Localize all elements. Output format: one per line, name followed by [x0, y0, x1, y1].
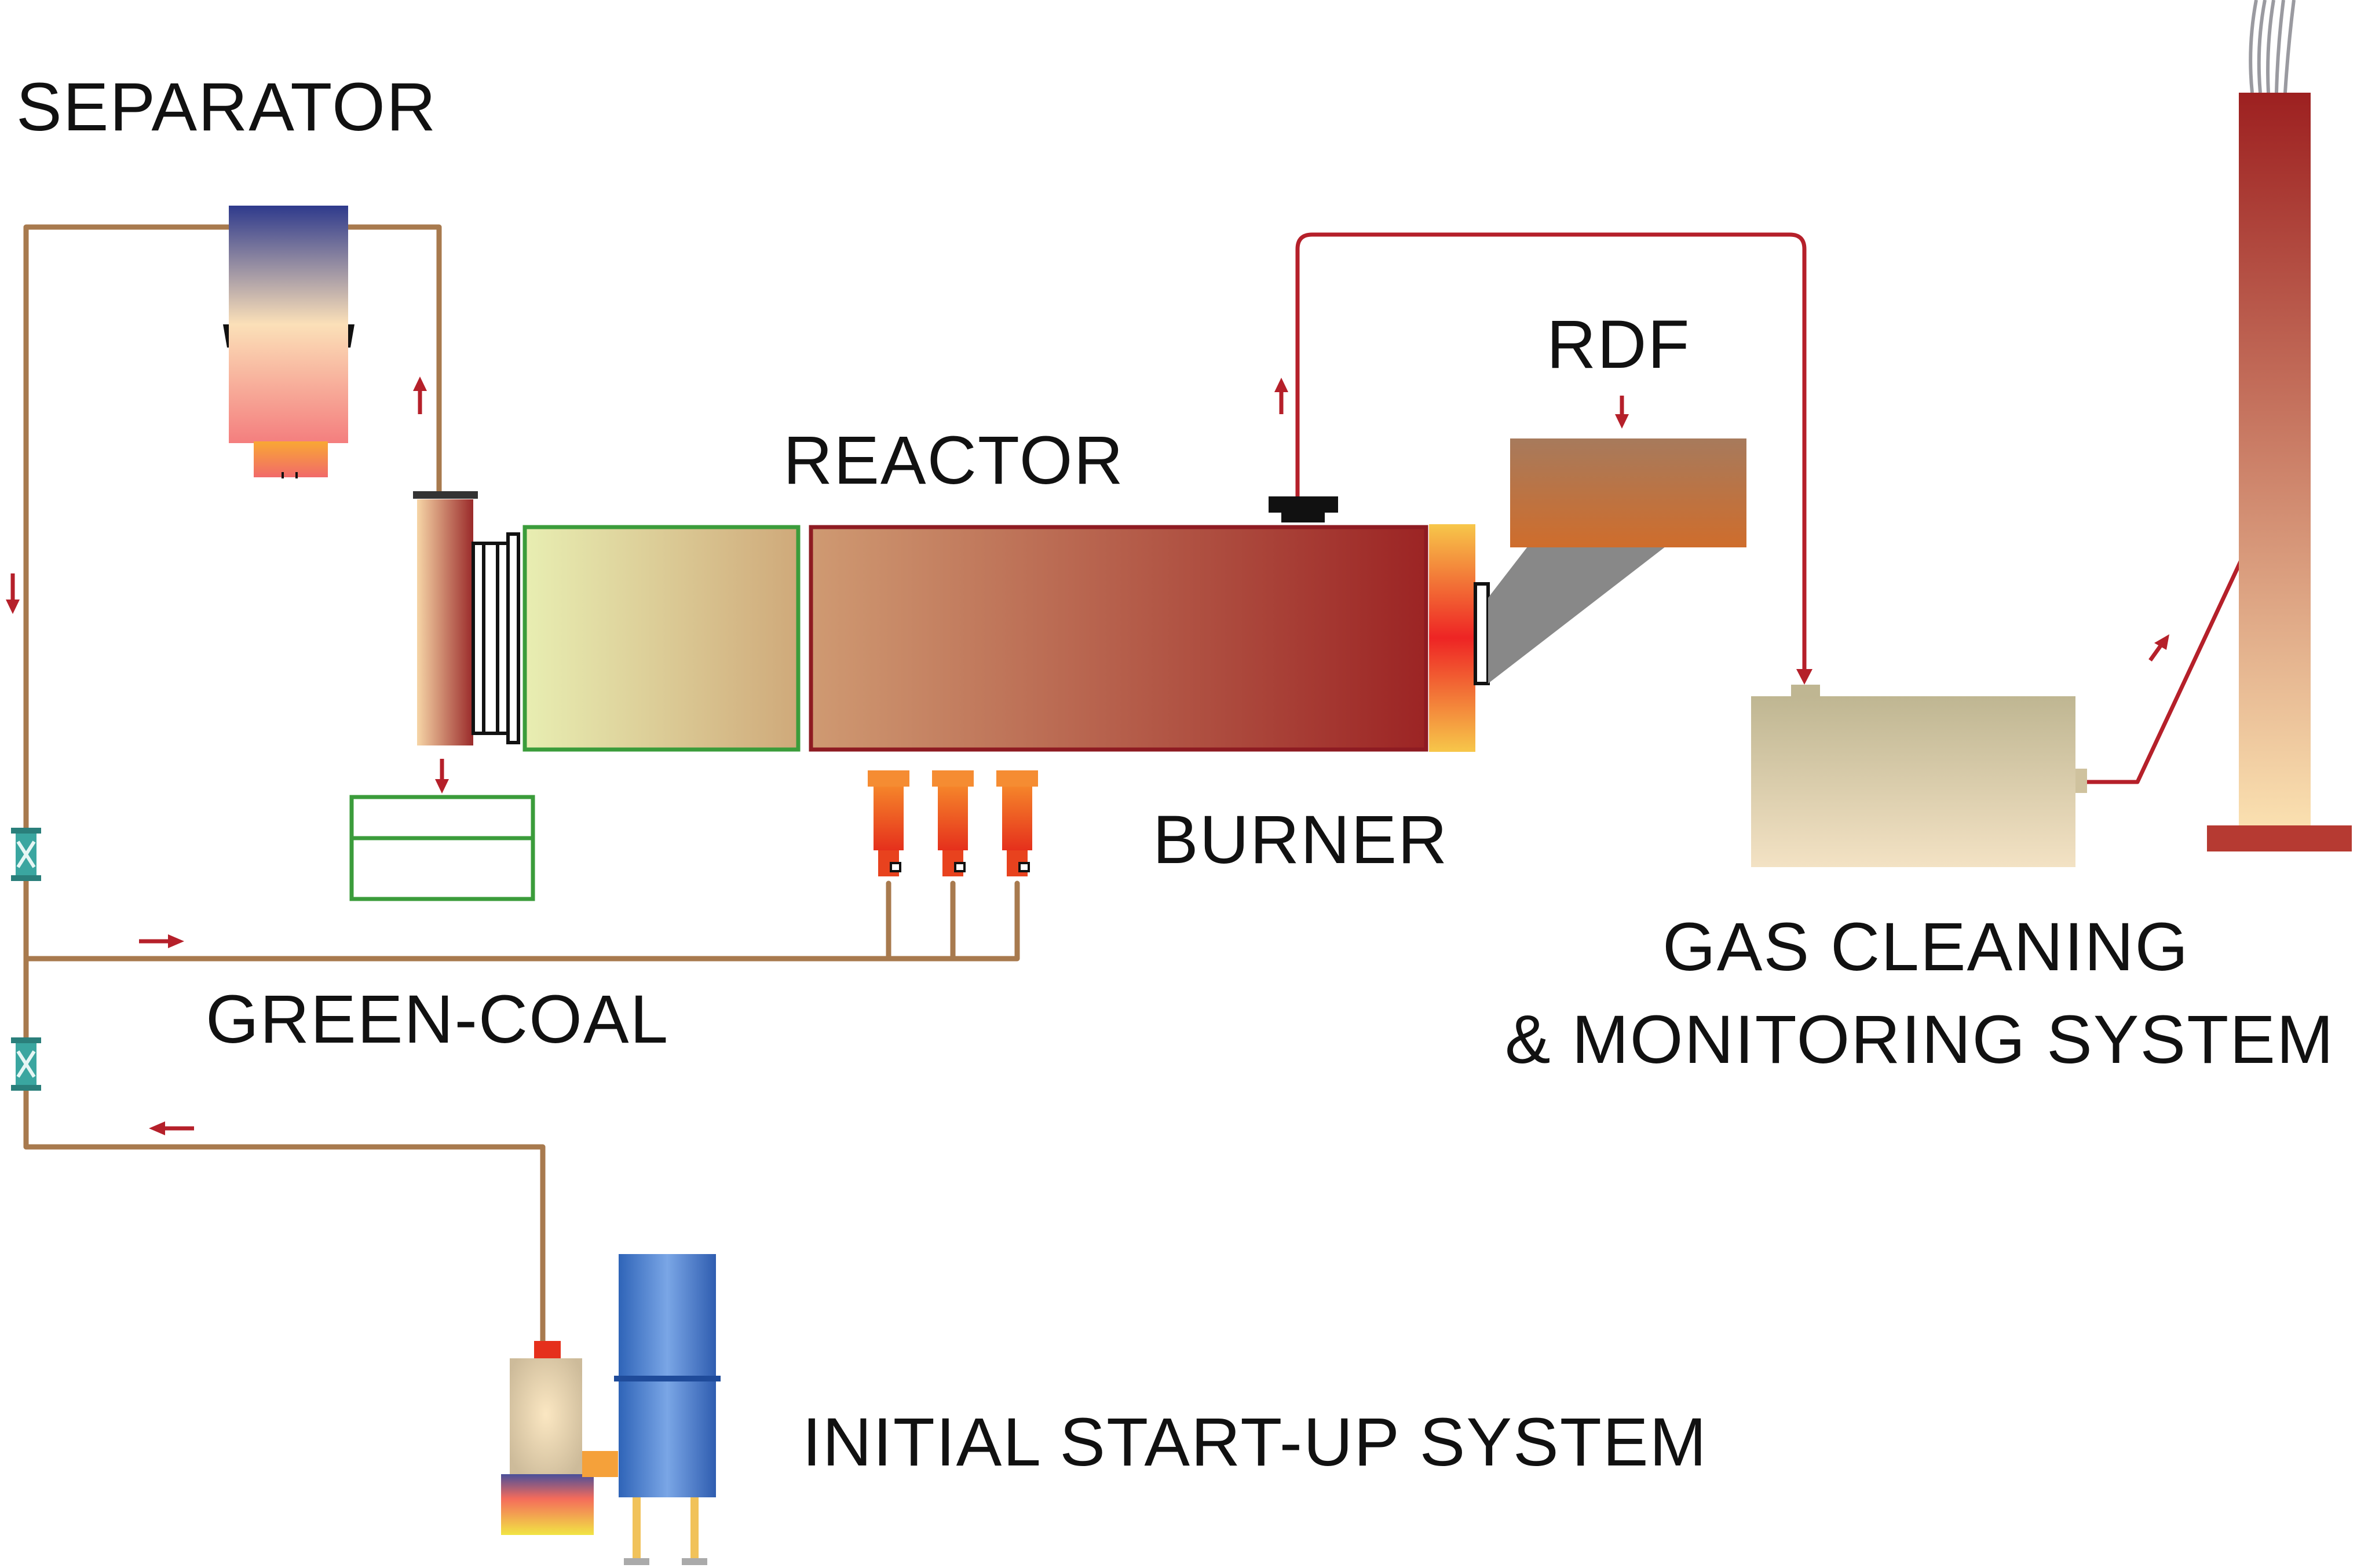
rdf-chute [1488, 544, 1668, 684]
arrow-left-startup [149, 1121, 194, 1135]
separator-body [229, 206, 348, 443]
reactor-to-gas-cleaning-line [1295, 232, 1807, 672]
arrow-down-collector [435, 759, 449, 794]
gas-cleaning-inlet [1791, 685, 1820, 697]
nozzle-1 [868, 770, 909, 876]
startup-heater [501, 1341, 618, 1535]
burner-head [1429, 524, 1475, 752]
rdf-label: RDF [1547, 306, 1691, 383]
gas-cleaning-label-line1: GAS CLEANING [1662, 909, 2189, 985]
arrow-to-stack [2148, 634, 2169, 662]
arrow-down-rdf [1615, 396, 1629, 429]
valve-lower [11, 1037, 41, 1091]
gas-cleaning-to-stack-line [2085, 558, 2244, 784]
stack-chimney [2239, 93, 2311, 825]
reactor-label: REACTOR [783, 422, 1124, 499]
separator-label: SEPARATOR [16, 69, 437, 145]
reactor-gas-outlet-stem [1281, 512, 1325, 522]
gas-lines [1295, 232, 2244, 784]
stack-exhaust-lines [2249, 0, 2296, 93]
drying-section [522, 525, 801, 752]
valve-upper [11, 828, 41, 881]
flange-connector [472, 532, 520, 744]
stack-base [2207, 825, 2352, 851]
gas-cleaning-unit [1751, 696, 2075, 867]
arrow-up-column [413, 377, 427, 414]
initial-startup-label: INITIAL START-UP SYSTEM [802, 1404, 1708, 1481]
startup-pipe [23, 1144, 546, 1344]
startup-tank [614, 1254, 721, 1565]
gas-cleaning-outlet [2075, 769, 2087, 793]
reactor-gas-outlet [1269, 496, 1338, 513]
riser-column [417, 499, 473, 745]
riser-column-cap [413, 491, 478, 499]
arrow-right-green-coal [139, 934, 184, 948]
reactor-drum [809, 525, 1428, 752]
green-coal-feed-pipe [23, 880, 1020, 962]
arrowhead-into-gas-cleaning [1796, 669, 1812, 685]
burner-mount [1474, 582, 1490, 685]
burner-label: BURNER [1153, 802, 1448, 878]
green-coal-label: GREEN-COAL [206, 981, 669, 1058]
arrow-down-left-pipe [6, 573, 20, 614]
nozzle-3 [996, 770, 1038, 876]
nozzle-2 [932, 770, 974, 876]
separator-base [254, 441, 328, 477]
solids-collector-box [349, 795, 535, 901]
separator-unit [223, 206, 355, 478]
gas-cleaning-label-line2: & MONITORING SYSTEM [1505, 1002, 2334, 1078]
rdf-hopper [1510, 438, 1746, 547]
flow-arrows [6, 377, 2169, 1135]
arrow-up-reactor-outlet [1274, 378, 1288, 414]
